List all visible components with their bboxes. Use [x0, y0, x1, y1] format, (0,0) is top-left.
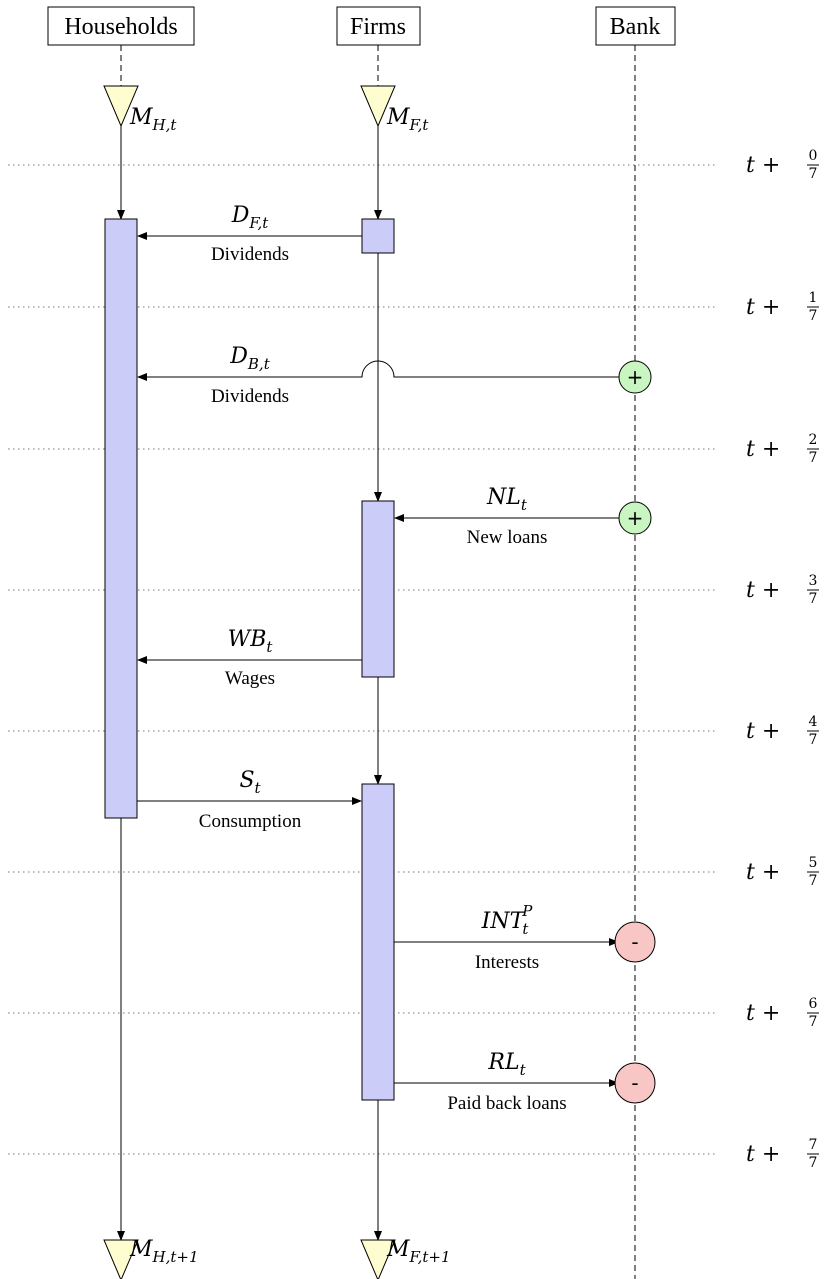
svg-text:1: 1	[809, 290, 818, 306]
money-households-end: MH,t+1	[103, 1237, 199, 1279]
time-label-4: t + 4 7	[746, 714, 819, 748]
svg-text:0: 0	[809, 148, 818, 164]
time-label-2: t + 2 7	[746, 432, 819, 466]
money-households-start: MH,t	[103, 85, 177, 134]
money-firms-end: MF,t+1	[360, 1237, 451, 1279]
svg-text:7: 7	[809, 1014, 818, 1030]
svg-text:t +: t +	[746, 860, 780, 885]
svg-text:Dividends: Dividends	[211, 244, 289, 265]
svg-text:+: +	[627, 365, 644, 389]
svg-text:MF,t+1: MF,t+1	[386, 1237, 451, 1266]
svg-text:DF,t: DF,t	[231, 203, 269, 232]
svg-text:7: 7	[809, 1155, 818, 1171]
svg-text:Paid back loans: Paid back loans	[447, 1093, 566, 1114]
firms-activation-3	[361, 783, 395, 1101]
firms-activation-2	[361, 500, 395, 678]
svg-text:Wages: Wages	[225, 668, 275, 689]
svg-text:NLt: NLt	[486, 485, 528, 514]
svg-text:7: 7	[809, 308, 818, 324]
svg-text:Dividends: Dividends	[211, 386, 289, 407]
svg-text:7: 7	[809, 732, 818, 748]
flow-consumption: St Consumption	[137, 768, 362, 832]
svg-text:WBt: WBt	[228, 627, 274, 656]
svg-text:New loans: New loans	[467, 527, 548, 548]
svg-text:+: +	[627, 506, 644, 530]
svg-text:-: -	[631, 1071, 638, 1095]
svg-text:7: 7	[809, 450, 818, 466]
svg-text:RLt: RLt	[487, 1050, 526, 1079]
flow-dividends-firms: DF,t Dividends	[137, 203, 362, 265]
flow-dividends-bank: DB,t Dividends	[137, 344, 619, 407]
svg-text:Consumption: Consumption	[199, 811, 302, 832]
svg-text:MF,t: MF,t	[386, 105, 429, 134]
svg-text:4: 4	[809, 714, 818, 730]
svg-text:7: 7	[809, 166, 818, 182]
households-activation	[104, 218, 138, 819]
svg-text:MH,t+1: MH,t+1	[129, 1237, 199, 1266]
actor-households: Households	[47, 6, 195, 46]
bank-minus-marker-1: -	[614, 921, 656, 963]
svg-text:2: 2	[809, 432, 818, 448]
svg-text:Firms: Firms	[350, 14, 406, 40]
svg-text:7: 7	[809, 1137, 818, 1153]
svg-text:DB,t: DB,t	[229, 344, 270, 373]
svg-text:t +: t +	[746, 1001, 780, 1026]
actor-bank: Bank	[595, 6, 676, 46]
money-firms-start: MF,t	[360, 85, 429, 134]
time-labels: t + 0 7 t + 1 7 t + 2 7 t + 3 7 t + 4 7	[746, 148, 819, 1171]
svg-text:Bank: Bank	[610, 14, 661, 40]
bank-plus-marker-2: +	[618, 501, 652, 535]
svg-text:Households: Households	[64, 14, 177, 40]
svg-text:7: 7	[809, 591, 818, 607]
svg-text:7: 7	[809, 873, 818, 889]
svg-text:-: -	[631, 930, 638, 954]
svg-text:t +: t +	[746, 719, 780, 744]
svg-text:3: 3	[809, 573, 818, 589]
flow-paid-back-loans: RLt Paid back loans	[394, 1050, 619, 1114]
svg-text:t +: t +	[746, 153, 780, 178]
svg-text:t +: t +	[746, 295, 780, 320]
svg-text:Interests: Interests	[475, 952, 539, 973]
svg-text:t +: t +	[746, 437, 780, 462]
svg-text:t +: t +	[746, 1142, 780, 1167]
svg-text:6: 6	[809, 996, 818, 1012]
firms-activation-1	[361, 218, 395, 254]
time-label-7: t + 7 7	[746, 1137, 819, 1171]
time-label-6: t + 6 7	[746, 996, 819, 1030]
flow-wages: WBt Wages	[137, 627, 362, 689]
svg-text:St: St	[239, 768, 261, 797]
actor-firms: Firms	[336, 6, 421, 46]
svg-text:5: 5	[809, 855, 818, 871]
time-label-1: t + 1 7	[746, 290, 819, 324]
svg-text:MH,t: MH,t	[129, 105, 177, 134]
time-label-5: t + 5 7	[746, 855, 819, 889]
bank-minus-marker-2: -	[614, 1062, 656, 1104]
bank-plus-marker-1: +	[618, 360, 652, 394]
time-label-3: t + 3 7	[746, 573, 819, 607]
flow-new-loans: NLt New loans	[394, 485, 619, 548]
time-label-0: t + 0 7	[746, 148, 819, 182]
svg-text:t +: t +	[746, 578, 780, 603]
